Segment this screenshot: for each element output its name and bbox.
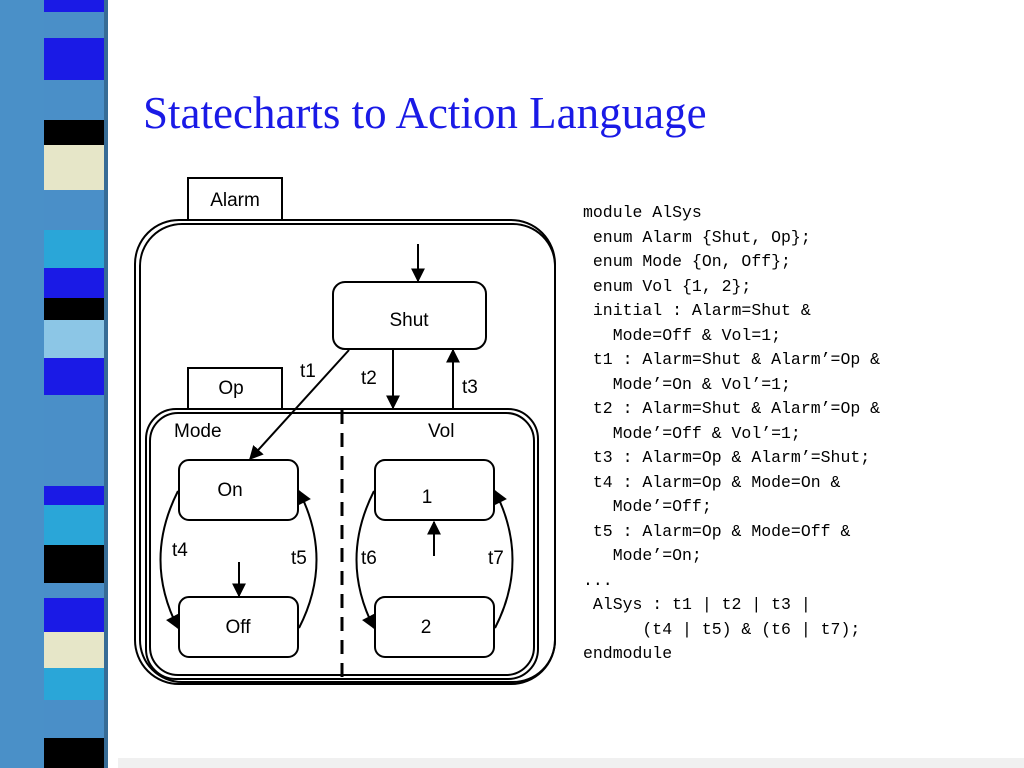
stripe-band [44, 486, 104, 505]
code-line: t5 : Alarm=Op & Mode=Off & [583, 521, 851, 541]
state-vol-2 [374, 596, 495, 658]
transition-t3-label: t3 [462, 377, 478, 398]
transition-t2-label: t2 [361, 368, 377, 389]
stripe-band [44, 700, 104, 738]
stripe-band [44, 268, 104, 298]
code-line: Mode’=On; [583, 546, 702, 565]
stripe-band [44, 230, 104, 268]
transition-t7-label: t7 [488, 548, 504, 569]
stripe-band [44, 358, 104, 395]
code-line: ... [583, 570, 613, 590]
code-line: t3 : Alarm=Op & Alarm’=Shut; [583, 448, 871, 467]
state-on-label: On [217, 480, 242, 501]
transition-t4 [159, 490, 179, 630]
stripe-band [44, 545, 104, 583]
alarm-container [134, 219, 556, 685]
code-line: initial : Alarm=Shut & [583, 301, 811, 320]
state-on [178, 459, 299, 521]
vol-region-label: Vol [428, 421, 454, 442]
code-line: t2 : Alarm=Shut & Alarm’=Op & [583, 399, 881, 418]
code-line: module AlSys [583, 203, 702, 222]
state-off-label: Off [226, 617, 252, 638]
transition-t4-label: t4 [172, 540, 188, 561]
transition-t5-label: t5 [291, 548, 307, 569]
stripe-band [44, 80, 104, 120]
code-line: AlSys : t1 | t2 | t3 | [583, 595, 811, 614]
bottom-rule [118, 758, 1024, 768]
code-line: Mode=Off & Vol=1; [583, 325, 782, 345]
transition-t1-label: t1 [300, 361, 316, 382]
op-label: Op [218, 378, 243, 399]
state-shut [332, 281, 487, 350]
stripe-band [44, 56, 104, 80]
stripe-band [44, 395, 104, 440]
stripe-band [44, 320, 104, 358]
stripe-band [44, 190, 104, 230]
op-label-box [187, 367, 283, 410]
alarm-label-box [187, 177, 283, 221]
state-shut-label: Shut [389, 310, 429, 331]
stripe-band [44, 505, 104, 545]
stripe-band [44, 738, 104, 768]
code-line: t1 : Alarm=Shut & Alarm’=Op & [583, 350, 881, 369]
stripe-band [44, 145, 104, 190]
stripe-band [44, 632, 104, 668]
state-off [178, 596, 299, 658]
stripe-band [44, 0, 104, 12]
op-container [145, 408, 539, 680]
code-line: enum Alarm {Shut, Op}; [583, 227, 811, 247]
code-line: enum Vol {1, 2}; [583, 276, 752, 296]
mode-region-label: Mode [174, 421, 222, 442]
stripe-band [44, 583, 104, 598]
code-line: (t4 | t5) & (t6 | t7); [583, 619, 861, 639]
code-line: endmodule [583, 644, 673, 663]
transition-t1 [249, 349, 350, 461]
state-vol-1 [374, 459, 495, 521]
code-line: enum Mode {On, Off}; [583, 252, 791, 271]
state-vol-1-label: 1 [422, 487, 433, 508]
transition-t6-label: t6 [361, 548, 377, 569]
stripe-band [44, 598, 104, 632]
slide-title: Statecharts to Action Language [143, 88, 707, 138]
transition-t5 [298, 489, 318, 629]
transition-t7 [494, 489, 514, 629]
code-line: Mode’=Off; [583, 497, 712, 516]
stripe-band [44, 440, 104, 486]
stripe-band [44, 120, 104, 145]
code-line: t4 : Alarm=Op & Mode=On & [583, 472, 841, 492]
stripe-band [44, 12, 104, 38]
decorative-stripe [0, 0, 118, 768]
stripe-band [44, 298, 104, 320]
stripe-band [44, 668, 104, 700]
alarm-label: Alarm [210, 190, 260, 211]
transition-t6 [355, 490, 375, 630]
action-language-code: module AlSys enum Alarm {Shut, Op}; enum… [583, 201, 880, 667]
code-line: Mode’=Off & Vol’=1; [583, 423, 801, 443]
stripe-band [44, 38, 104, 56]
state-vol-2-label: 2 [421, 617, 432, 638]
code-line: Mode’=On & Vol’=1; [583, 374, 791, 394]
